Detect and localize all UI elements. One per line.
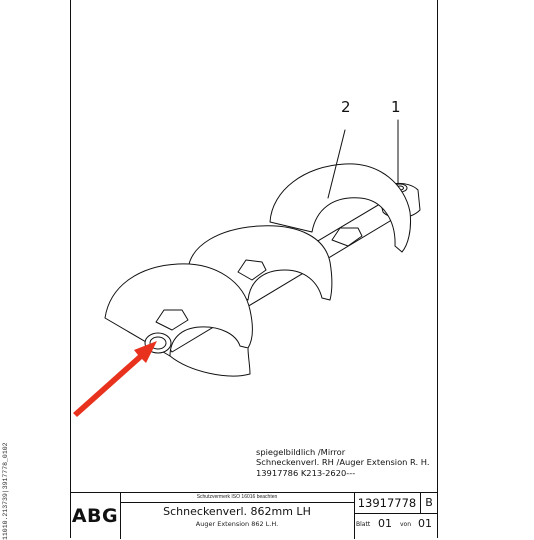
sheet-number: 01 <box>378 517 392 530</box>
title-block: ABG Schutzvermerk ISO 16016 beachten Sch… <box>70 492 438 539</box>
abg-logo: ABG <box>70 493 121 539</box>
drawing-title: Schneckenverl. 862mm LH <box>163 505 311 518</box>
mirror-part-number: 13917786 K213-2620--- <box>256 467 356 478</box>
callout-item-2: 2 <box>341 98 351 116</box>
copyright-notice: Schutzvermerk ISO 16016 beachten <box>120 493 354 503</box>
revision-letter: B <box>420 493 438 514</box>
drawing-sheet-frame <box>70 0 438 538</box>
leader-line-2 <box>327 129 346 199</box>
drawing-subtitle: Auger Extension 862 L.H. <box>195 520 279 528</box>
mirror-note: spiegelbildlich /Mirror <box>256 447 346 457</box>
document-number: 13917778 <box>354 493 421 514</box>
drawing-notes: spiegelbildlich /Mirror Schneckenverl. R… <box>256 447 430 478</box>
mirror-part-description: Schneckenverl. RH /Auger Extension R. H. <box>256 457 430 468</box>
red-pointer-arrow <box>73 341 157 417</box>
sheet-count: Blatt 01 von 01 <box>354 515 438 535</box>
auger-flight-rear <box>269 163 411 253</box>
sheet-total: 01 <box>418 517 432 530</box>
document-info: 13917778 B Blatt 01 von 01 <box>354 493 438 539</box>
callout-item-1: 1 <box>391 98 401 116</box>
title-field: Schutzvermerk ISO 16016 beachten Schneck… <box>120 493 355 539</box>
sheet-label: Blatt <box>356 521 371 528</box>
of-label: von <box>400 521 412 528</box>
